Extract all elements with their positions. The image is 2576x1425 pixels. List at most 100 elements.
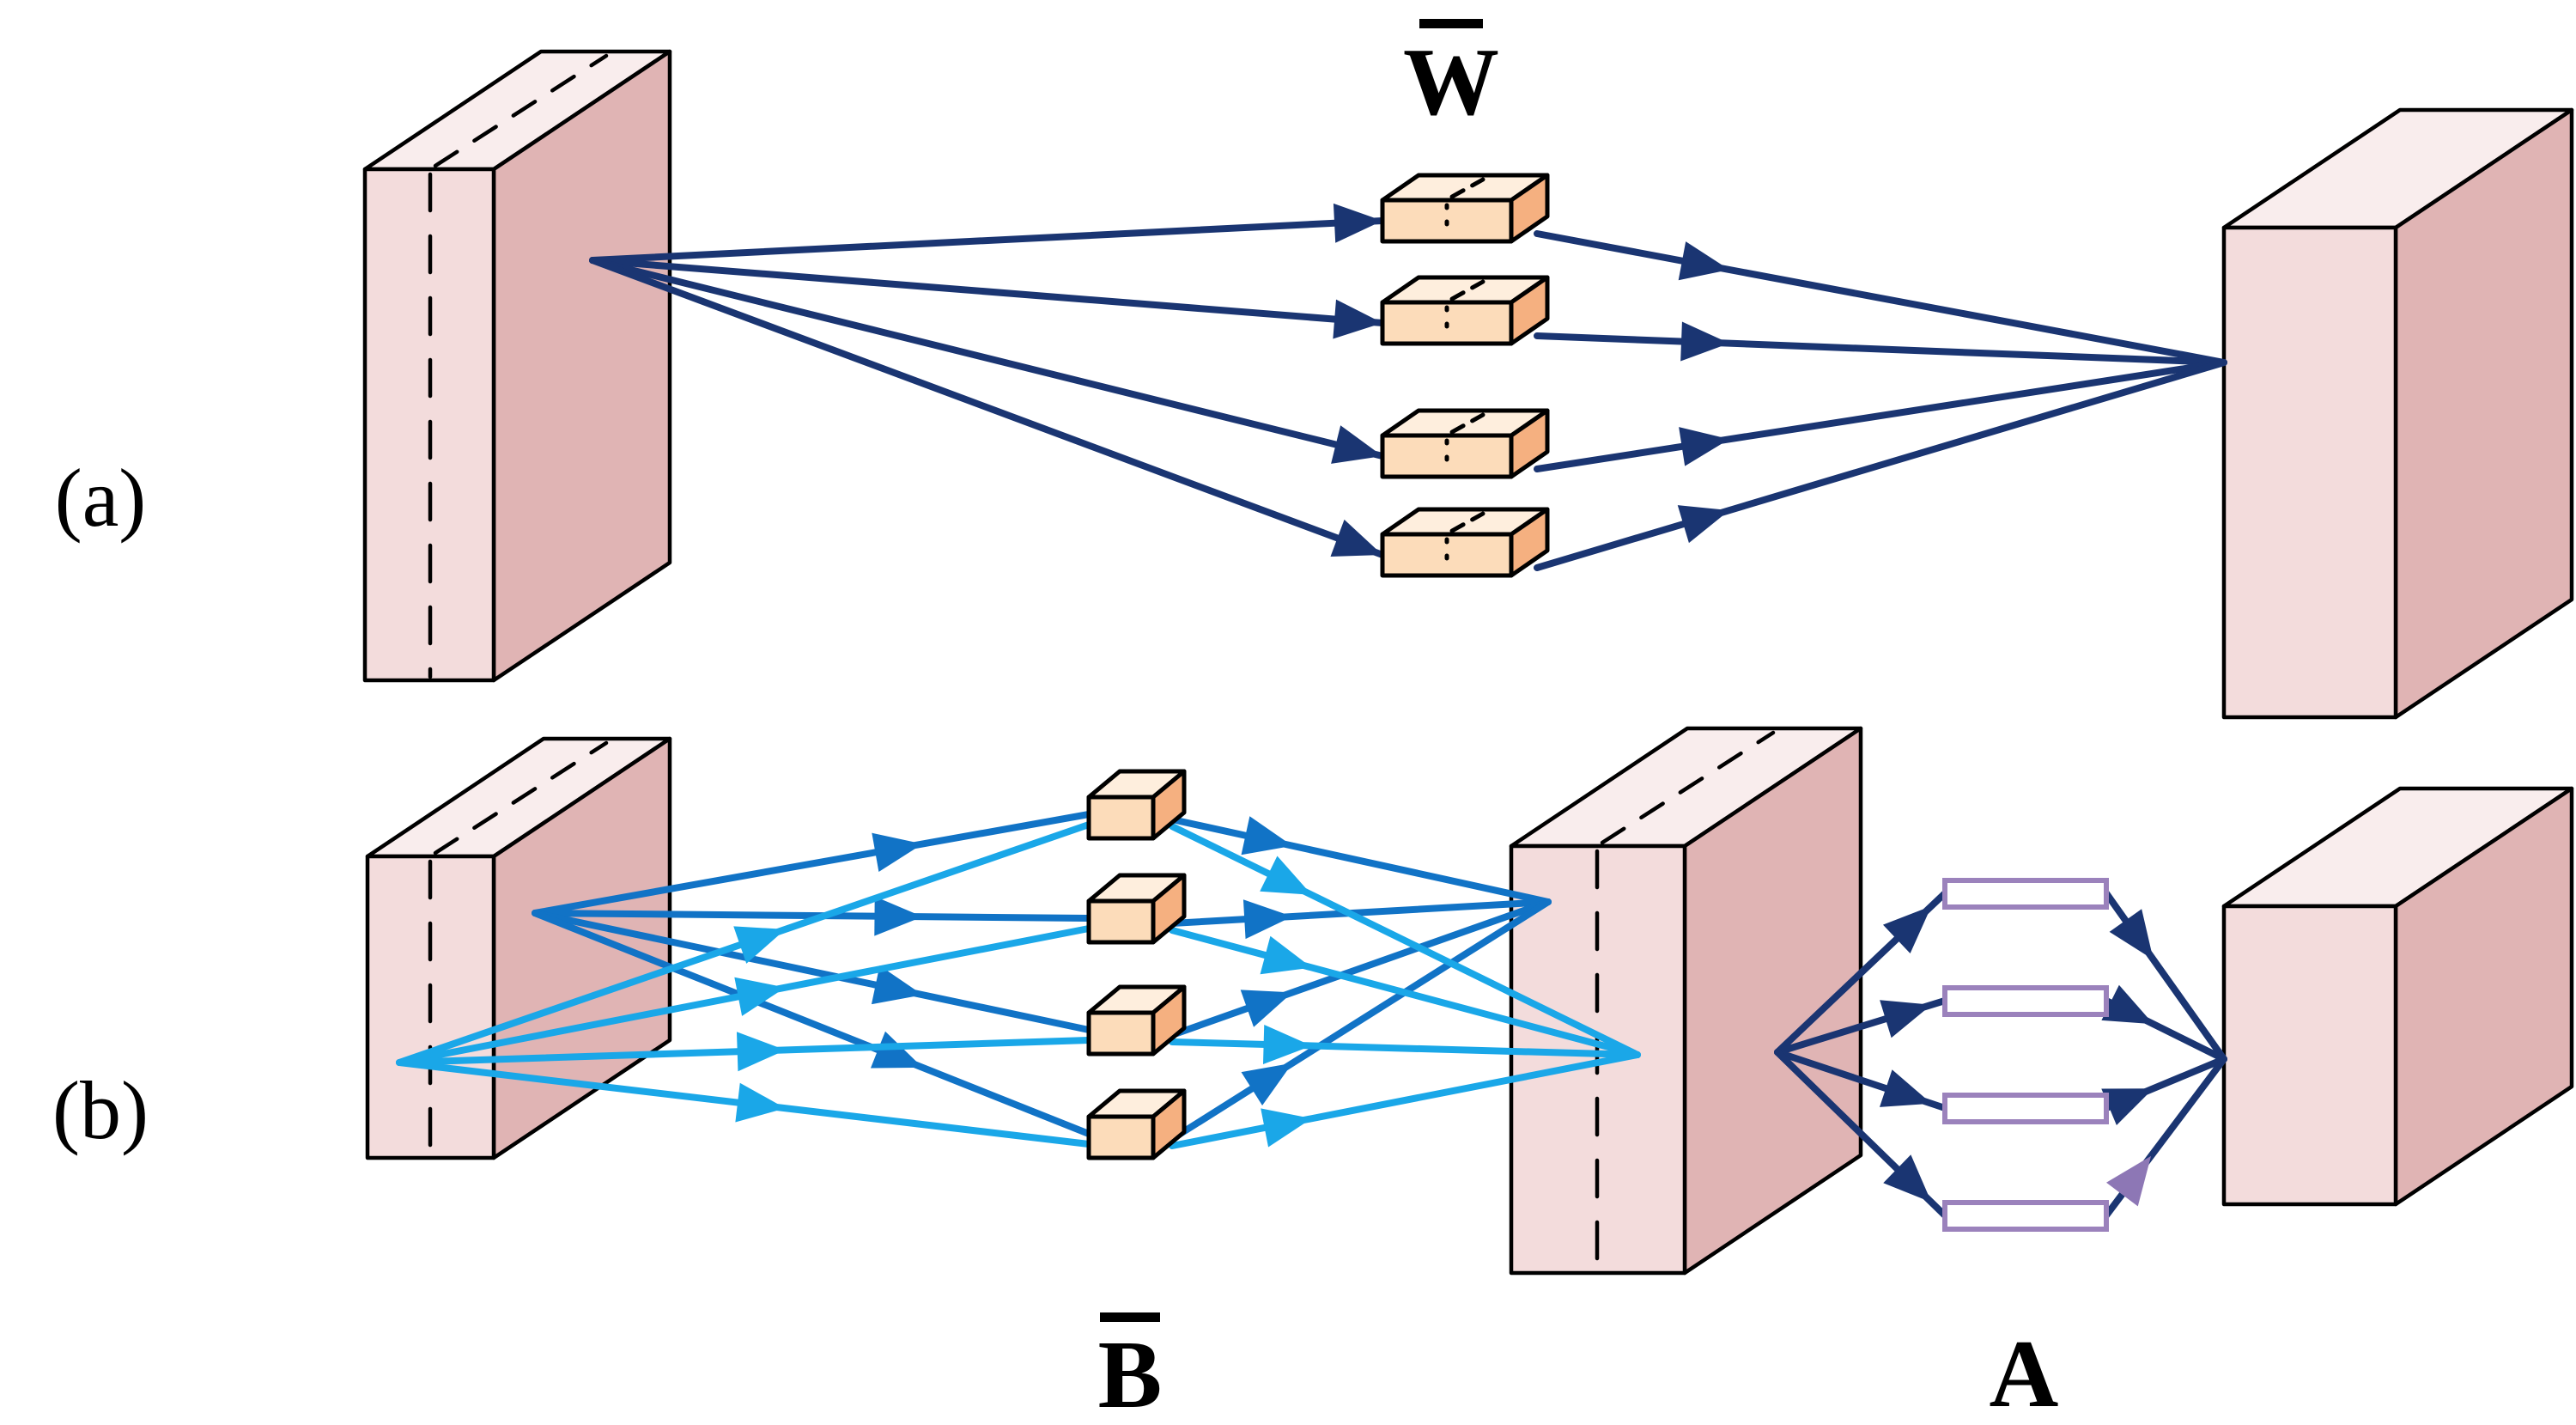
arrow-line [589, 257, 1386, 326]
arrow-medium [1169, 898, 1552, 940]
binary-base-cube-2-front-face [1086, 898, 1156, 945]
arrow-light [396, 1032, 1092, 1072]
arrow-line [589, 217, 1386, 264]
arrow-light [396, 925, 1092, 1066]
arrow-navy [2101, 984, 2227, 1063]
arrow-medium [1169, 898, 1552, 1142]
arrow-medium [532, 910, 1092, 1033]
arrowhead [1260, 935, 1312, 975]
weight-kernel-4-top-dashed-line [1449, 511, 1485, 533]
binary-base-cube-3 [1086, 984, 1187, 1057]
weight-kernel-1-top-dashed-line [1449, 177, 1485, 199]
arrowhead [735, 1082, 786, 1123]
weight-kernel-2-top-dashed-line [1449, 279, 1485, 301]
arrow-light [1169, 823, 1641, 1058]
weight-kernel-3 [1380, 408, 1550, 479]
input-feature-map-a [362, 49, 672, 683]
arrow-medium [1169, 816, 1552, 905]
arrowhead [1880, 1069, 1932, 1107]
binary-base-cube-2 [1086, 873, 1187, 945]
weight-kernel-4 [1380, 507, 1550, 578]
scales-label-text: A [1990, 1321, 2059, 1425]
binary-base-cube-1-front-face [1086, 795, 1156, 841]
arrowhead [1260, 856, 1312, 895]
arrow-navy [2103, 890, 2227, 1063]
arrowhead [1882, 905, 1932, 954]
arrow-line [2103, 890, 2227, 1063]
arrowhead [1679, 427, 1729, 466]
binary-base-cube-4-front-face [1086, 1114, 1156, 1160]
arrowhead [1880, 1000, 1932, 1038]
panel-a-label-text: (a) [55, 452, 147, 544]
arrow-navy [2103, 1056, 2227, 1219]
arrow-line [1169, 898, 1552, 1142]
binary-bases-label: B [1098, 1312, 1162, 1425]
arrowhead [1261, 1108, 1312, 1148]
arrow-line [1534, 359, 2227, 571]
panel-b-label: (b) [52, 1064, 149, 1156]
output-feature-map-b-front-face [2221, 904, 2398, 1207]
panel-a-label: (a) [55, 452, 147, 544]
arrowhead [1680, 321, 1729, 362]
arrowhead [1678, 241, 1729, 281]
binary-base-cube-1 [1086, 769, 1187, 841]
scale-rect-3 [1942, 1093, 2109, 1124]
weights-label-overline [1419, 19, 1483, 28]
weights-label: W [1403, 19, 1499, 136]
arrow-line [1534, 359, 2227, 472]
arrowhead [1241, 1063, 1293, 1105]
arrowhead [1241, 816, 1293, 856]
intermediate-feature-map-b [1509, 726, 1863, 1276]
arrow-navy [589, 257, 1386, 339]
arrowhead [2101, 984, 2154, 1025]
arrow-navy [1534, 359, 2227, 571]
input-feature-map-b-top-dashed-line [433, 740, 609, 856]
output-feature-map-b [2221, 786, 2574, 1207]
arrowhead [1262, 1024, 1312, 1064]
arrowhead [1883, 1154, 1932, 1203]
intermediate-feature-map-b-top-dashed-line [1600, 730, 1776, 845]
arrows-layer [396, 203, 2227, 1219]
arrow-line [1169, 927, 1641, 1058]
arrowhead [1240, 990, 1293, 1027]
arrowhead [1330, 519, 1382, 557]
binary-bases-label-overline [1100, 1312, 1160, 1322]
weight-kernel-2 [1380, 275, 1550, 346]
arrow-line [589, 257, 1386, 558]
arrowhead [1333, 299, 1382, 339]
arrow-navy [2101, 1056, 2227, 1125]
scale-rect-1 [1942, 878, 2109, 910]
weights-label-text: W [1403, 29, 1499, 136]
arrow-navy [1774, 1049, 1948, 1111]
arrow-line [532, 811, 1092, 917]
arrow-line [532, 910, 1092, 1033]
arrow-line [1169, 898, 1552, 1038]
arrow-line [1169, 823, 1641, 1058]
weight-kernel-1 [1380, 173, 1550, 244]
scale-rect-2 [1942, 985, 2109, 1017]
arrowhead [1677, 505, 1729, 544]
arrowhead [874, 896, 923, 936]
arrow-light [396, 1059, 1092, 1148]
arrow-navy [1774, 890, 1948, 1056]
arrow-navy [1774, 997, 1948, 1056]
arrow-line [1169, 1038, 1641, 1058]
arrow-medium [1169, 898, 1552, 1038]
arrowhead [2101, 1088, 2154, 1125]
arrow-medium [532, 896, 1092, 936]
panel-b-label-text: (b) [52, 1064, 149, 1156]
arrow-medium [532, 811, 1092, 917]
output-feature-map-a [2221, 107, 2574, 720]
arrow-light [1169, 1051, 1641, 1149]
arrow-line [1534, 332, 2227, 366]
weight-kernel-3-top-dashed-line [1449, 412, 1485, 435]
arrow-navy [589, 257, 1386, 464]
arrow-navy [1534, 321, 2227, 366]
arrow-line [532, 910, 1092, 922]
arrowhead [734, 977, 786, 1016]
arrowhead [1333, 203, 1382, 243]
scales-label: A [1990, 1321, 2059, 1425]
arrow-navy [1774, 1049, 1948, 1219]
